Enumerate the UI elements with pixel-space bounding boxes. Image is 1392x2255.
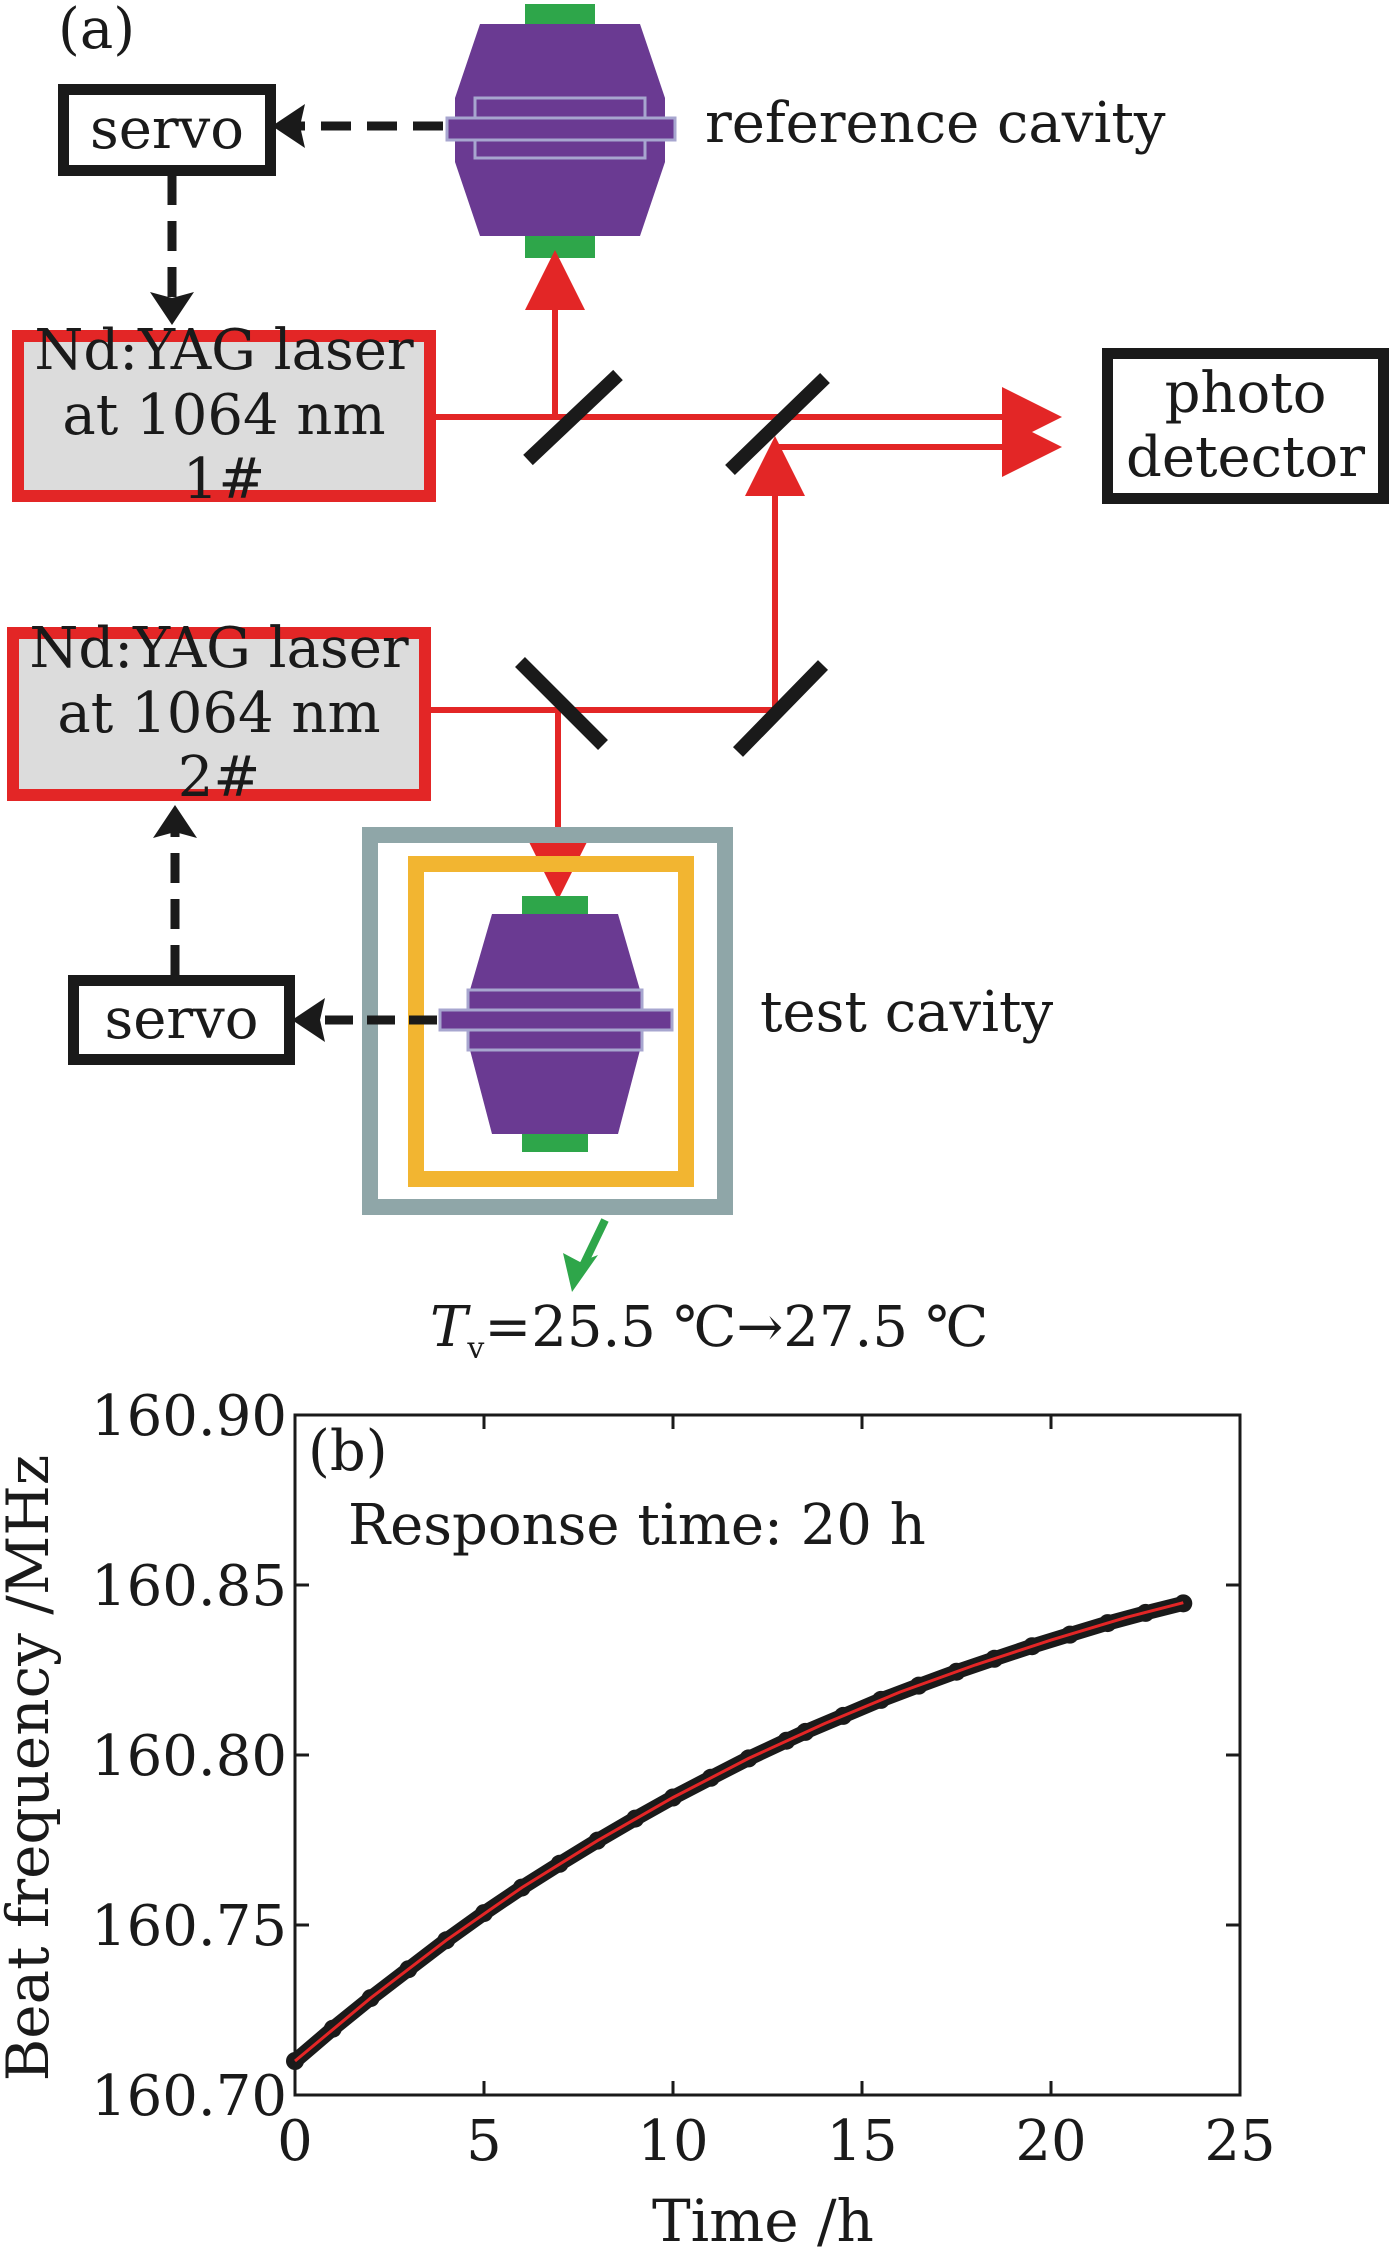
reference-cavity-icon <box>445 4 677 258</box>
laser1-box: Nd:YAG laser at 1064 nm 1# <box>12 319 436 512</box>
data-points-trace <box>287 1595 1191 2069</box>
x-axis-label: Time /h <box>652 2187 874 2255</box>
temperature-arrow-icon <box>563 1218 609 1292</box>
y-tick-label: 160.70 <box>91 2064 287 2129</box>
mirror-3 <box>515 657 608 750</box>
panel-a-label: (a) <box>58 0 136 62</box>
beat-frequency-chart: 0 5 10 15 20 25 160.70 160.75 160.80 160.85 160.90 <box>91 1384 1276 2174</box>
mirror-2-beam-combiner <box>725 372 830 476</box>
response-time-annotation: Response time: 20 h <box>348 1493 926 1558</box>
laser2-box: Nd:YAG laser at 1064 nm 2# <box>7 617 431 810</box>
servo-top-label: servo <box>90 96 244 162</box>
temperature-subscript: v <box>467 1331 485 1367</box>
servo-bottom-box: servo <box>68 975 295 1065</box>
test-cavity-label: test cavity <box>760 980 1054 1045</box>
laser1-line2: at 1064 nm 1# <box>62 382 386 513</box>
x-tick-label: 25 <box>1204 2109 1275 2174</box>
y-tick-label: 160.75 <box>91 1894 287 1959</box>
servo-bottom-label: servo <box>104 986 259 1052</box>
reference-cavity-label: reference cavity <box>705 91 1166 156</box>
x-tick-label: 0 <box>277 2109 313 2174</box>
y-tick-label: 160.85 <box>91 1554 287 1619</box>
laser1-line1: Nd:YAG laser <box>34 318 414 384</box>
panel-b-label: (b) <box>308 1419 388 1484</box>
x-tick-label: 20 <box>1015 2109 1086 2174</box>
laser2-line1: Nd:YAG laser <box>29 616 409 682</box>
x-tick-label: 10 <box>637 2109 708 2174</box>
mirror-4 <box>732 660 829 757</box>
temperature-symbol: T <box>430 1295 468 1360</box>
setup-diagram <box>150 4 1062 1292</box>
y-tick-label: 160.90 <box>91 1384 287 1449</box>
photo-detector-line2: detector <box>1126 425 1365 490</box>
temperature-label: Tv=25.5 ℃→27.5 ℃ <box>430 1300 988 1364</box>
servo-top-box: servo <box>58 84 276 176</box>
x-tick-label: 15 <box>826 2109 897 2174</box>
y-axis-label: Beat frequency /MHz <box>0 1454 62 2082</box>
x-tick-label: 5 <box>466 2109 502 2174</box>
photo-detector-box: photo detector <box>1102 348 1389 504</box>
mirror-1 <box>523 369 623 466</box>
temperature-text: =25.5 ℃→27.5 ℃ <box>484 1295 989 1360</box>
fit-line <box>294 1601 1184 2063</box>
laser2-line2: at 1064 nm 2# <box>57 680 381 811</box>
y-tick-label: 160.80 <box>91 1724 287 1789</box>
photo-detector-line1: photo <box>1164 360 1327 426</box>
